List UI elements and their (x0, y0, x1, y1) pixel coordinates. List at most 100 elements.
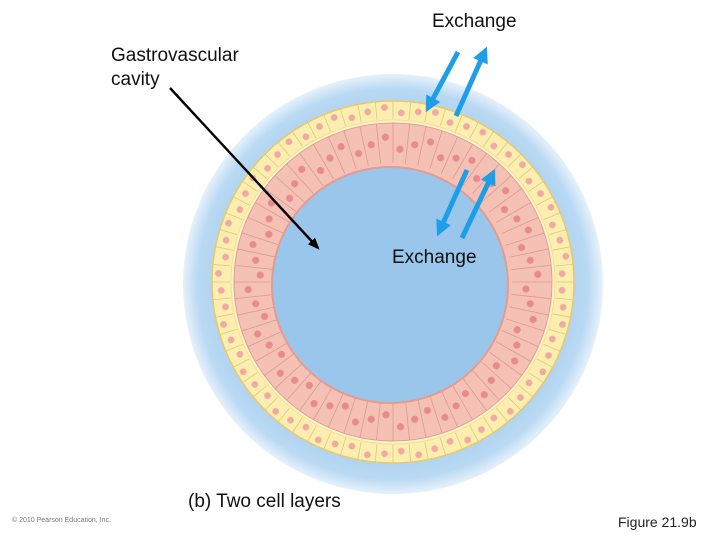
ectoderm-cell-wall (469, 122, 479, 139)
endoderm-cell-nucleus (437, 154, 445, 162)
ectoderm-cell-nucleus (316, 123, 323, 130)
ectoderm-cell-wall (536, 358, 553, 368)
ectoderm-cell-nucleus (217, 286, 225, 294)
endoderm-cell-wall (481, 175, 512, 203)
endoderm-cell-wall (359, 126, 369, 166)
endoderm-cell-wall (286, 163, 314, 194)
ectoderm-cell-nucleus (479, 128, 487, 136)
endoderm-cell-wall (495, 341, 531, 362)
ectoderm-cell-wall (555, 297, 574, 301)
ectoderm-cell-wall (252, 166, 268, 179)
ectoderm-cell-wall (292, 417, 303, 433)
endoderm-cell-wall (405, 123, 411, 164)
ectoderm-cell-nucleus (236, 206, 244, 214)
ectoderm-cell-nucleus (558, 270, 566, 278)
ectoderm-cell-nucleus (464, 436, 472, 444)
endoderm-cell-wall (452, 144, 473, 180)
figure-label: Figure 21.9b (618, 514, 697, 530)
endoderm-cell-wall (359, 398, 369, 438)
endoderm-cell-wall (506, 232, 545, 246)
arrow-inward-outer (425, 50, 461, 113)
ectoderm-cell-wall (225, 212, 243, 220)
ectoderm-cell-wall (483, 131, 494, 147)
ectoderm-cell-nucleus (397, 109, 405, 117)
endoderm-cell-nucleus (256, 271, 264, 279)
endoderm-cell-nucleus (411, 415, 419, 423)
endoderm-cell-nucleus (534, 270, 542, 279)
ectoderm-cell-nucleus (331, 440, 339, 448)
endoderm-cell-wall (274, 175, 305, 203)
ectoderm-cell-nucleus (415, 451, 423, 459)
exchange-label-middle: Exchange (392, 247, 477, 268)
ectoderm-cell-nucleus (539, 368, 547, 376)
endoderm-cell-nucleus (277, 350, 286, 359)
ectoderm-cell-wall (439, 437, 446, 456)
ectoderm-cell-wall (496, 141, 509, 157)
exchange-arrows-inner (436, 168, 496, 240)
endoderm-cell-wall (247, 330, 285, 348)
ectoderm-cell-nucleus (548, 335, 556, 343)
ectoderm-cell-nucleus (537, 190, 544, 198)
ectoderm-cell-nucleus (239, 368, 247, 376)
endoderm-cell-wall (511, 264, 552, 270)
endoderm-cell-nucleus (423, 406, 432, 415)
endoderm-cell-wall (472, 370, 500, 401)
endoderm-cell-wall (375, 123, 381, 164)
endoderm-cell-wall (234, 294, 275, 300)
exchange-arrows-outer (425, 46, 488, 118)
endoderm-cell-nucleus (316, 166, 325, 175)
gastrovascular-cavity-label: Gastrovascular cavity (111, 44, 239, 92)
ectoderm-cell-nucleus (222, 303, 229, 311)
ectoderm-cell-nucleus (302, 423, 310, 431)
gastrovascular-label-line1: Gastrovascular (111, 45, 239, 66)
ectoderm-cell-wall (252, 385, 268, 398)
endoderm-cell-nucleus (500, 205, 509, 214)
endoderm-cell-nucleus (265, 230, 273, 238)
endoderm-cell-nucleus (276, 369, 284, 377)
endoderm-cell-nucleus (396, 423, 405, 431)
ectoderm-cell-wall (439, 108, 446, 127)
ectoderm-cell-wall (215, 313, 234, 318)
ectoderm-cell-wall (357, 441, 362, 460)
ectoderm-cell-wall (340, 437, 347, 456)
endoderm-cell-wall (237, 306, 277, 316)
ectoderm-cell-nucleus (330, 114, 338, 121)
ectoderm-cell-wall (548, 229, 567, 236)
ectoderm-cell-nucleus (287, 416, 294, 424)
ectoderm-cell-nucleus (242, 190, 249, 198)
ectoderm-cell-wall (374, 444, 378, 463)
endoderm-cell-wall (501, 330, 539, 348)
ectoderm-cell-wall (496, 407, 509, 423)
ectoderm-cell-nucleus (431, 109, 439, 116)
ectoderm-cell-wall (340, 108, 347, 127)
endoderm-cell-wall (441, 390, 459, 428)
ectoderm-cell-nucleus (264, 392, 272, 400)
endoderm-cell-nucleus (265, 341, 273, 349)
ectoderm-cell-nucleus (490, 142, 498, 150)
ectoderm-cell-nucleus (525, 379, 533, 387)
ectoderm-cell-wall (225, 344, 243, 352)
ectoderm-cell-wall (242, 181, 258, 192)
ectoderm-cell-wall (307, 425, 317, 442)
endoderm-cell-nucleus (526, 300, 534, 308)
ectoderm-cell-wall (483, 417, 494, 433)
ectoderm-cell-nucleus (556, 236, 564, 244)
ectoderm-cell-nucleus (431, 445, 439, 453)
ectoderm-cell-nucleus (274, 151, 281, 159)
endoderm-cell-wall (509, 306, 549, 316)
ectoderm-cell-wall (543, 212, 561, 220)
ectoderm-cell-wall (507, 153, 522, 168)
ectoderm-cell-nucleus (222, 236, 230, 244)
endoderm-cell-wall (299, 153, 324, 186)
endoderm-cell-wall (264, 188, 297, 213)
ectoderm-cell-wall (215, 246, 234, 251)
ectoderm-cell-wall (552, 313, 571, 318)
endoderm-cell-wall (241, 318, 280, 332)
ectoderm-cell-nucleus (227, 336, 235, 344)
endoderm-cell-nucleus (244, 285, 252, 294)
endoderm-cell-wall (509, 248, 549, 258)
endoderm-cell-nucleus (305, 381, 313, 390)
endoderm-cell-nucleus (291, 180, 299, 188)
endoderm-cell-wall (462, 378, 487, 411)
endoderm-cell-wall (511, 294, 552, 300)
